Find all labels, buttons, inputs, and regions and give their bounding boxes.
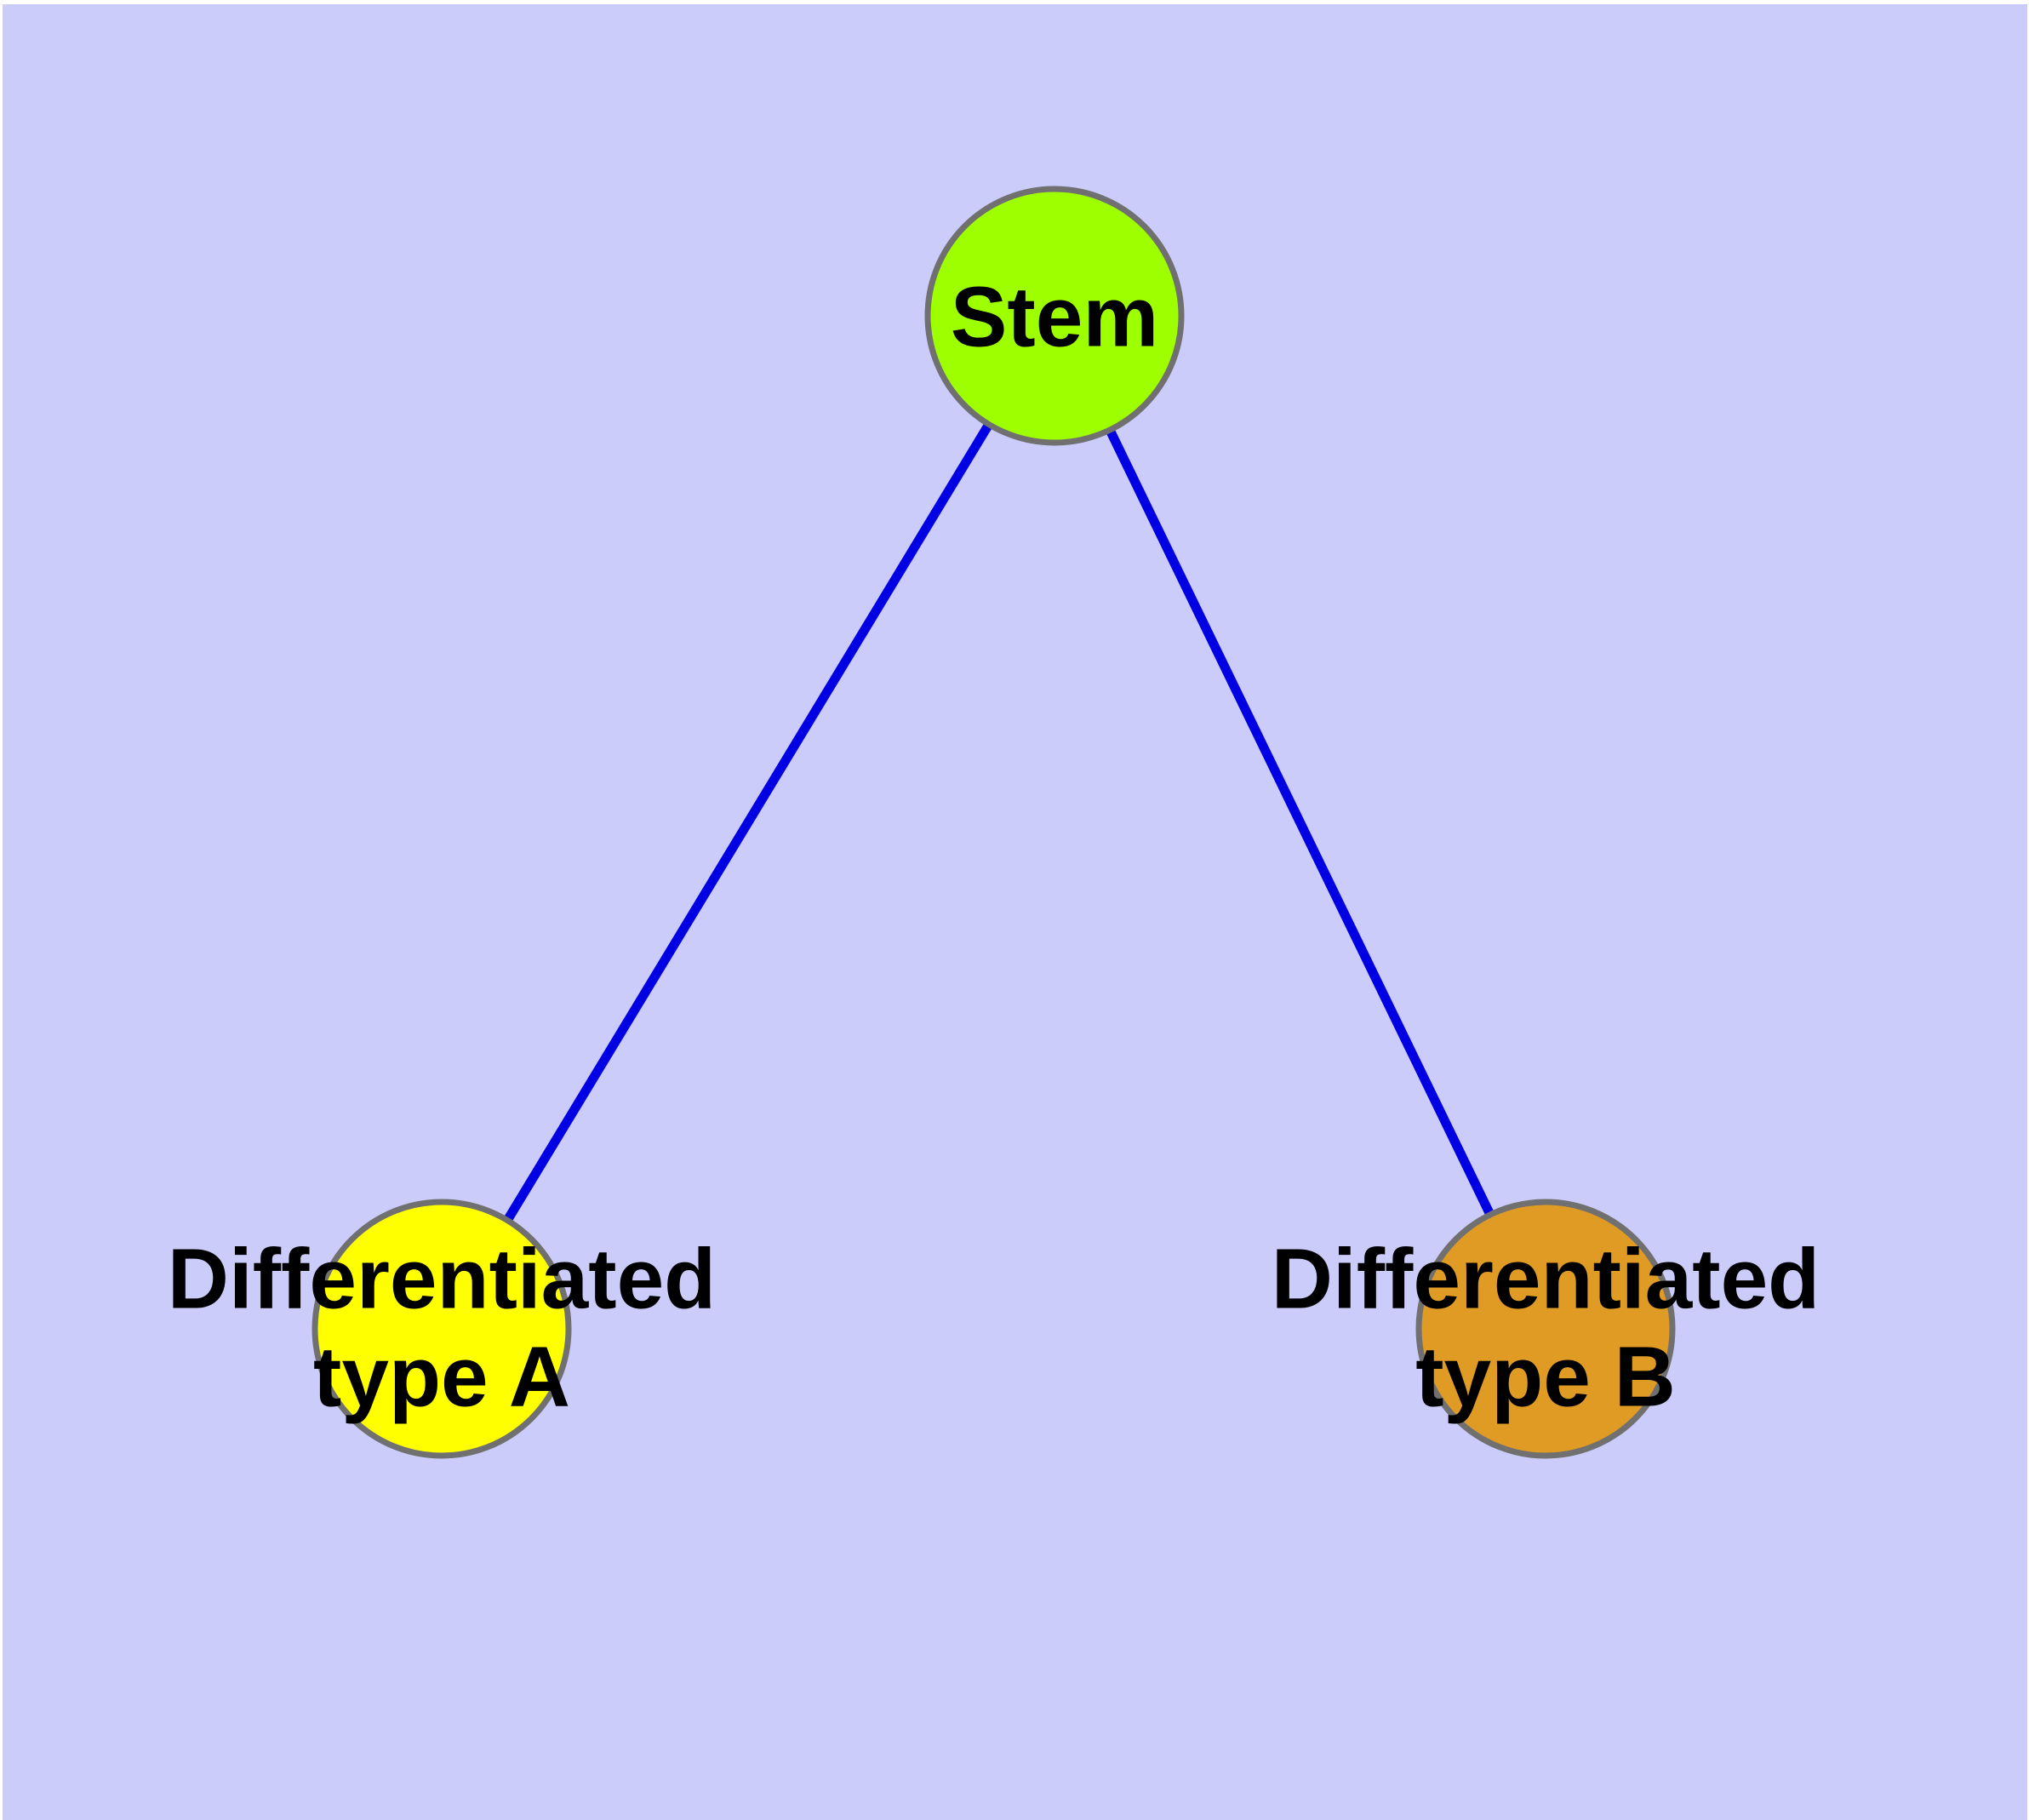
node-differentiated-type-b-label-line-2: type B [1415, 1329, 1676, 1424]
node-stem-label-line-1: Stem [951, 269, 1159, 364]
edge-layer [503, 421, 1495, 1223]
node-stem[interactable]: Stem [924, 186, 1185, 446]
edge-stem-to-differentiated-type-a [503, 421, 993, 1223]
node-differentiated-type-a-circle[interactable] [311, 1199, 572, 1459]
edge-stem-to-differentiated-type-b [1106, 427, 1495, 1217]
node-differentiated-type-a[interactable]: Differentiated type A [168, 1199, 717, 1459]
node-stem-circle[interactable] [924, 186, 1185, 446]
node-layer: Stem Differentiated type A Differentiate… [168, 186, 1820, 1459]
node-differentiated-type-b-circle[interactable] [1415, 1199, 1676, 1459]
node-differentiated-type-b[interactable]: Differentiated type B [1272, 1199, 1820, 1459]
node-differentiated-type-a-label-line-1: Differentiated [168, 1231, 717, 1326]
node-differentiated-type-a-label-line-2: type A [313, 1329, 570, 1424]
node-differentiated-type-b-label-line-1: Differentiated [1272, 1231, 1820, 1326]
